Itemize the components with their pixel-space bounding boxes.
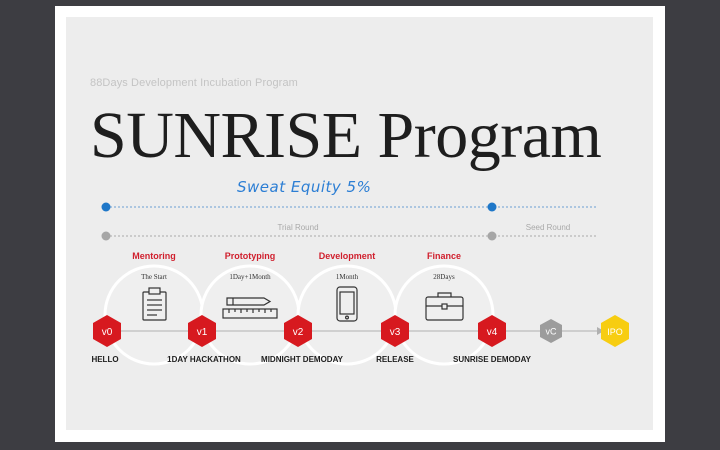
clipboard-icon xyxy=(142,287,167,321)
milestone-hello: HELLO xyxy=(91,355,118,364)
smartphone-icon xyxy=(336,286,358,322)
caption-development: 1Month xyxy=(336,273,359,281)
node-v1: v1 xyxy=(188,315,216,347)
phase-label-finance: Finance xyxy=(427,251,461,261)
seed-round-label: Seed Round xyxy=(526,223,570,232)
phase-label-mentoring: Mentoring xyxy=(132,251,176,261)
node-v4: v4 xyxy=(478,315,506,347)
phase-label-prototyping: Prototyping xyxy=(225,251,276,261)
caption-finance: 28Days xyxy=(433,273,455,281)
milestone-midnight-demoday: MIDNIGHT DEMODAY xyxy=(261,355,344,364)
node-v3: v3 xyxy=(381,315,409,347)
milestone-sunrise-demoday: SUNRISE DEMODAY xyxy=(453,355,532,364)
node-vc-label: vC xyxy=(546,327,558,337)
node-v1-label: v1 xyxy=(197,327,208,338)
node-v2-label: v2 xyxy=(293,327,304,338)
caption-mentoring: The Start xyxy=(141,273,167,281)
milestone-1day-hackathon: 1DAY HACKATHON xyxy=(167,355,241,364)
milestone-release: RELEASE xyxy=(376,355,414,364)
program-title: SUNRISE Program xyxy=(90,99,602,172)
node-v3-label: v3 xyxy=(390,327,401,338)
trial-round-label: Trial Round xyxy=(277,223,318,232)
phase-circles xyxy=(103,264,495,366)
node-v4-label: v4 xyxy=(487,327,498,338)
timeline-arrow xyxy=(597,327,604,335)
ruler-pencil-icon xyxy=(222,297,278,319)
node-vc: vC xyxy=(540,319,562,343)
node-ipo: IPO xyxy=(601,315,629,347)
node-v2: v2 xyxy=(284,315,312,347)
briefcase-icon xyxy=(425,292,464,321)
sweat-equity-label: Sweat Equity 5% xyxy=(237,178,372,196)
node-v0-label: v0 xyxy=(102,327,113,338)
program-subtitle: 88Days Development Incubation Program xyxy=(90,77,298,89)
equity-mid-dot xyxy=(487,202,497,212)
seed-round-dot xyxy=(487,231,497,241)
caption-prototyping: 1Day+1Month xyxy=(229,273,271,281)
trial-round-dot xyxy=(101,231,111,241)
node-ipo-label: IPO xyxy=(607,327,623,337)
node-v0: v0 xyxy=(93,315,121,347)
phase-label-development: Development xyxy=(319,251,376,261)
equity-start-dot xyxy=(101,202,111,212)
